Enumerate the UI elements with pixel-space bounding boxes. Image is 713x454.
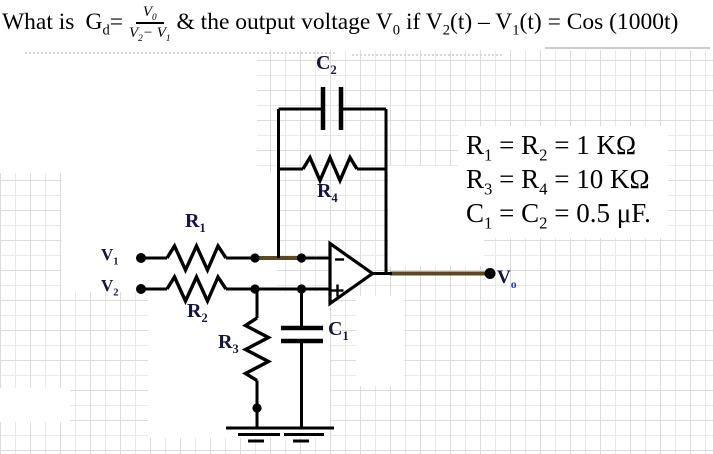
paper-patch (356, 296, 404, 386)
label-r2: R2 (187, 300, 208, 325)
gain-symbol: Gd= (85, 8, 123, 39)
resistor-r2 (165, 272, 228, 306)
given-values: R1 = R2 = 1 KΩ R3 = R4 = 10 KΩ C1 = C2 =… (466, 128, 651, 233)
vo-terminal-dot (484, 268, 496, 279)
fraction-denominator: V2− V1 (128, 25, 171, 45)
junction-dot (250, 253, 260, 263)
label-c1: C1 (328, 318, 349, 343)
label-r1: R1 (185, 210, 206, 235)
junction-dot (296, 284, 307, 294)
v2-terminal-dot (136, 284, 146, 294)
scan-artifact (545, 47, 710, 49)
paper-patch (62, 173, 277, 292)
resistor-r3 (241, 316, 273, 382)
resistor-r4 (301, 153, 359, 185)
resistor-values-1: R1 = R2 = 1 KΩ (466, 130, 637, 165)
scan-artifact (352, 54, 502, 56)
question-lead: What is (2, 8, 75, 35)
paper-patch (148, 292, 330, 438)
label-vo: Vo (497, 267, 517, 291)
junction-dot (250, 284, 260, 294)
junction-dot (252, 403, 262, 413)
paper-patch (0, 50, 257, 173)
gain-fraction: V0 V2− V1 (128, 4, 171, 45)
fraction-numerator: V0 (135, 4, 164, 25)
paper-patch (0, 388, 70, 422)
paper-patch (458, 126, 668, 238)
label-c2: C2 (316, 52, 337, 77)
label-v1: V1 (101, 245, 119, 268)
junction-dot (296, 253, 307, 263)
v1-terminal-dot (136, 253, 146, 263)
label-v2: V2 (101, 276, 119, 299)
paper-patch (0, 0, 713, 50)
problem-statement: What is Gd= V0 V2− V1 & the output volta… (2, 3, 713, 45)
resistor-values-2: R3 = R4 = 10 KΩ (466, 164, 650, 199)
question-rest: & the output voltage V0 if V2(t) – V1(t)… (176, 8, 679, 39)
label-r4: R4 (317, 180, 338, 205)
scan-artifact (25, 52, 335, 54)
label-r3: R3 (218, 331, 239, 356)
resistor-r1 (165, 241, 228, 275)
capacitor-values: C1 = C2 = 0.5 μF. (466, 198, 651, 233)
